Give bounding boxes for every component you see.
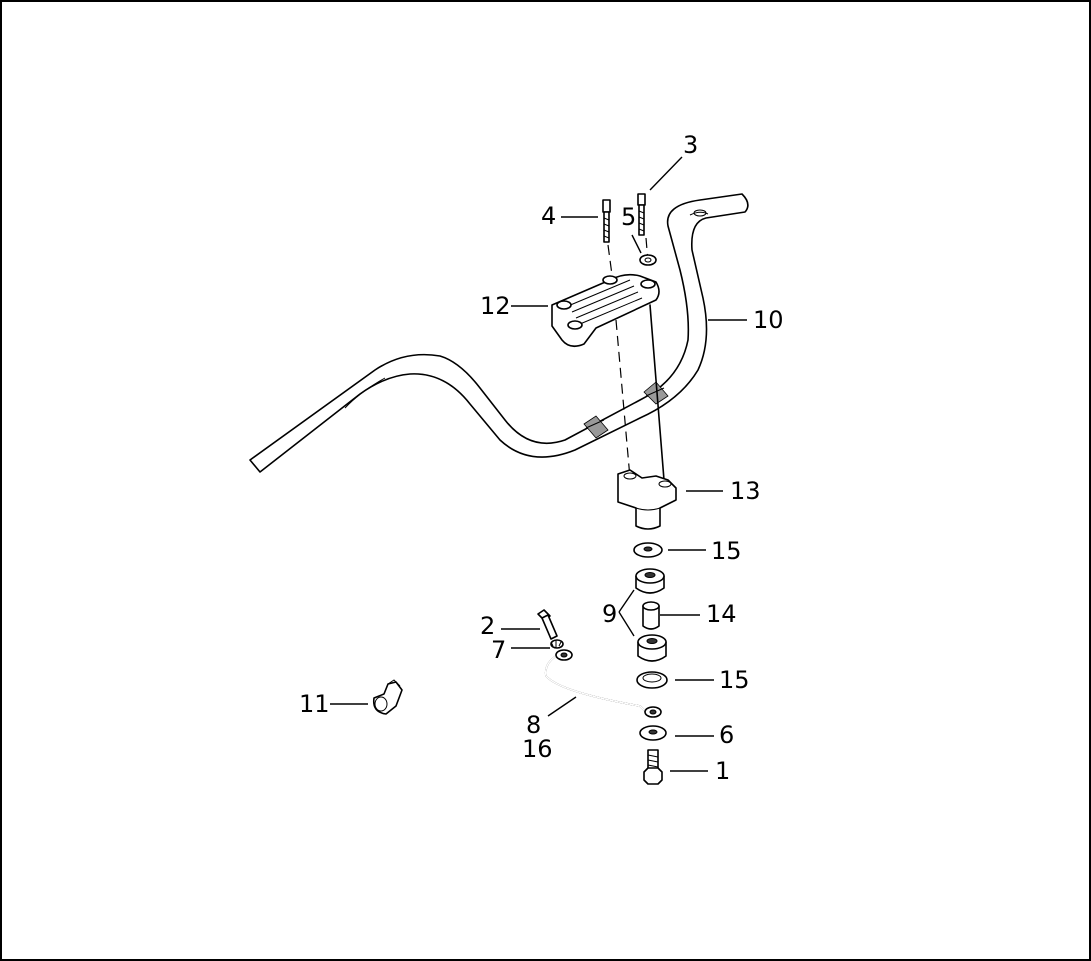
callout-7: 7 <box>491 636 506 664</box>
bolt-part-1 <box>643 749 663 785</box>
callout-1: 1 <box>715 757 730 785</box>
lower-riser-part <box>617 469 677 530</box>
leader-lines <box>330 156 747 772</box>
callout-4: 4 <box>541 202 556 230</box>
callout-2: 2 <box>480 612 495 640</box>
callouts: 3 4 5 12 10 13 15 9 14 2 7 15 11 8 6 16 … <box>299 131 784 785</box>
callout-15-upper: 15 <box>711 537 742 565</box>
callout-12: 12 <box>480 292 511 320</box>
ground-strap-part <box>544 649 662 718</box>
callout-14: 14 <box>706 600 737 628</box>
callout-16: 16 <box>522 735 553 763</box>
callout-5: 5 <box>621 203 636 231</box>
spacer-part-14 <box>642 601 660 630</box>
callout-9: 9 <box>602 600 617 628</box>
clip-part-11 <box>372 679 403 715</box>
lockwasher-part-7 <box>550 639 564 649</box>
screw-part-2 <box>537 609 558 640</box>
callout-8: 8 <box>526 711 541 739</box>
callout-3: 3 <box>683 131 698 159</box>
screw-part-4 <box>602 199 611 243</box>
handlebar-part <box>249 193 749 473</box>
washer-part-5 <box>639 254 657 266</box>
bushing-part-9-lower <box>637 634 667 662</box>
callout-6: 6 <box>719 721 734 749</box>
washer-part-15-upper <box>633 542 663 558</box>
riser-shaft <box>607 237 665 481</box>
callout-13: 13 <box>730 477 761 505</box>
upper-clamp-part <box>551 273 660 348</box>
washer-part-15-lower <box>636 671 668 689</box>
callout-15-lower: 15 <box>719 666 750 694</box>
callout-11: 11 <box>299 690 330 718</box>
callout-10: 10 <box>753 306 784 334</box>
washer-part-6 <box>639 725 667 741</box>
bushing-part-9-upper <box>635 568 665 594</box>
screw-part-3 <box>637 193 646 236</box>
